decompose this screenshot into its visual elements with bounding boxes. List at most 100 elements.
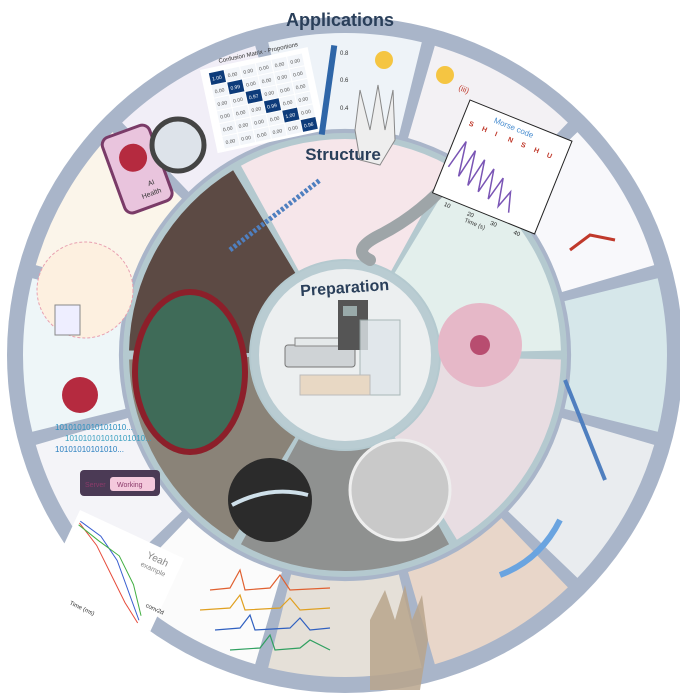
- matrix-cell: [219, 120, 237, 136]
- matrix-cell: [238, 130, 256, 146]
- matrix-value: 0.00: [254, 119, 265, 127]
- syringe-pump-apparatus: [284, 300, 401, 396]
- matrix-cell: [266, 110, 284, 126]
- binary-line: 101010101010101010...: [65, 434, 152, 443]
- morse-letter: H: [481, 126, 488, 134]
- morse-letter: S: [468, 121, 475, 129]
- matrix-value: 0.00: [238, 122, 249, 130]
- matrix-cell: [284, 120, 303, 136]
- lab-coat: [54, 304, 81, 336]
- x-tick: 10: [443, 202, 452, 210]
- smile-emoji-icon: [375, 51, 393, 69]
- gesture-curve: [78, 524, 142, 616]
- matrix-cell: [216, 108, 235, 124]
- confusion-colorbar: [318, 45, 338, 135]
- signal-trace: [199, 593, 331, 611]
- matrix-value: 0.00: [261, 77, 272, 85]
- signal-trace: [447, 141, 512, 213]
- matrix-value: 0.00: [269, 116, 280, 124]
- hand-sensor-illustration: [354, 51, 454, 166]
- morse-letter: I: [494, 131, 498, 138]
- matrix-value: 0.97: [248, 93, 259, 101]
- matrix-cell: [274, 69, 292, 85]
- matrix-value: 1.00: [212, 75, 223, 83]
- colorbar-tick: 0.6: [340, 78, 349, 84]
- binary-line: 1010101010101010...: [55, 423, 133, 432]
- sem-split-line: [231, 489, 309, 507]
- ai-label: AI: [147, 179, 156, 188]
- signal-trace: [214, 613, 331, 631]
- matrix-cell: [242, 76, 261, 92]
- gesture-curve: [79, 522, 139, 624]
- preparation-title: Preparation: [300, 277, 390, 300]
- colorbar-tick: 0.4: [340, 106, 349, 112]
- matrix-value: 0.00: [288, 125, 299, 133]
- matrix-value: 0.00: [243, 68, 254, 76]
- matrix-value: 0.99: [267, 103, 278, 111]
- x-tick: 40: [512, 230, 521, 238]
- striped-fiber-image: [228, 178, 322, 252]
- structure-sector-striped-fiber: [240, 139, 450, 271]
- matrix-cell: [279, 94, 297, 110]
- matrix-cell: [271, 56, 289, 72]
- matrix-cell: [300, 117, 318, 132]
- matrix-value: 0.00: [264, 90, 275, 98]
- matrix-value: 0.00: [272, 128, 283, 136]
- matrix-cell: [297, 104, 316, 120]
- hand-outline: [354, 84, 396, 166]
- matrix-cell: [240, 63, 258, 79]
- matrix-cell: [211, 82, 229, 98]
- gesture-curve: [80, 520, 140, 621]
- matrix-value: 0.00: [214, 87, 225, 95]
- sweat-emoji-icon: [436, 66, 454, 84]
- matrix-cell: [235, 117, 253, 133]
- matrix-value: 0.00: [290, 58, 301, 66]
- wearable-health-illustration: [36, 241, 134, 339]
- matrix-value: 0.00: [280, 87, 291, 95]
- matrix-cell: [269, 123, 287, 139]
- matrix-cell: [255, 60, 273, 75]
- matrix-cell: [214, 95, 232, 111]
- matrix-cell: [258, 72, 276, 88]
- x-tick: 20: [466, 211, 475, 219]
- matrix-value: 0.00: [227, 71, 238, 79]
- matrix-cell: [248, 101, 266, 117]
- anime-avatar: [62, 377, 98, 413]
- morse-letter: H: [533, 147, 540, 155]
- application-sector-skin-pad-sensor: [408, 518, 568, 665]
- morse-letter: U: [546, 152, 553, 160]
- matrix-cell: [261, 85, 279, 101]
- matrix-cell: [227, 79, 245, 95]
- matrix-value: 0.00: [298, 96, 309, 104]
- structure-sector-folded-tube: [394, 170, 561, 353]
- morse-letter: S: [520, 142, 527, 150]
- green-red-fiber-image: [132, 289, 248, 455]
- matrix-cell: [263, 98, 282, 114]
- matrix-value: 0.00: [222, 126, 233, 134]
- application-sector-gesture-recognition: [35, 418, 182, 578]
- matrix-cell: [253, 127, 271, 142]
- panel-label: (iii): [457, 83, 471, 95]
- matrix-cell: [250, 114, 269, 130]
- matrix-cell: [276, 82, 295, 98]
- colorbar-tick: 0.8: [340, 51, 349, 57]
- fabric-fiber: [563, 379, 607, 481]
- matrix-value: 0.00: [217, 100, 228, 108]
- matrix-cell: [282, 107, 300, 123]
- wearable-circle: [36, 241, 134, 339]
- matrix-value: 0.00: [293, 71, 304, 79]
- robotic-hand-image: [370, 585, 428, 690]
- applications-title: Applications: [286, 10, 394, 30]
- matrix-cell: [287, 53, 305, 69]
- matrix-cell: [295, 91, 313, 107]
- x-tick: 30: [489, 221, 498, 229]
- matrix-value: 0.00: [246, 81, 257, 89]
- matrix-value: 0.00: [295, 83, 306, 91]
- application-sector-fabric-integration: [508, 418, 655, 578]
- matrix-cell: [224, 66, 242, 82]
- matrix-value: 0.00: [251, 106, 262, 114]
- application-sector-fiber-connector-device: [564, 278, 668, 432]
- matrix-cell: [208, 70, 227, 85]
